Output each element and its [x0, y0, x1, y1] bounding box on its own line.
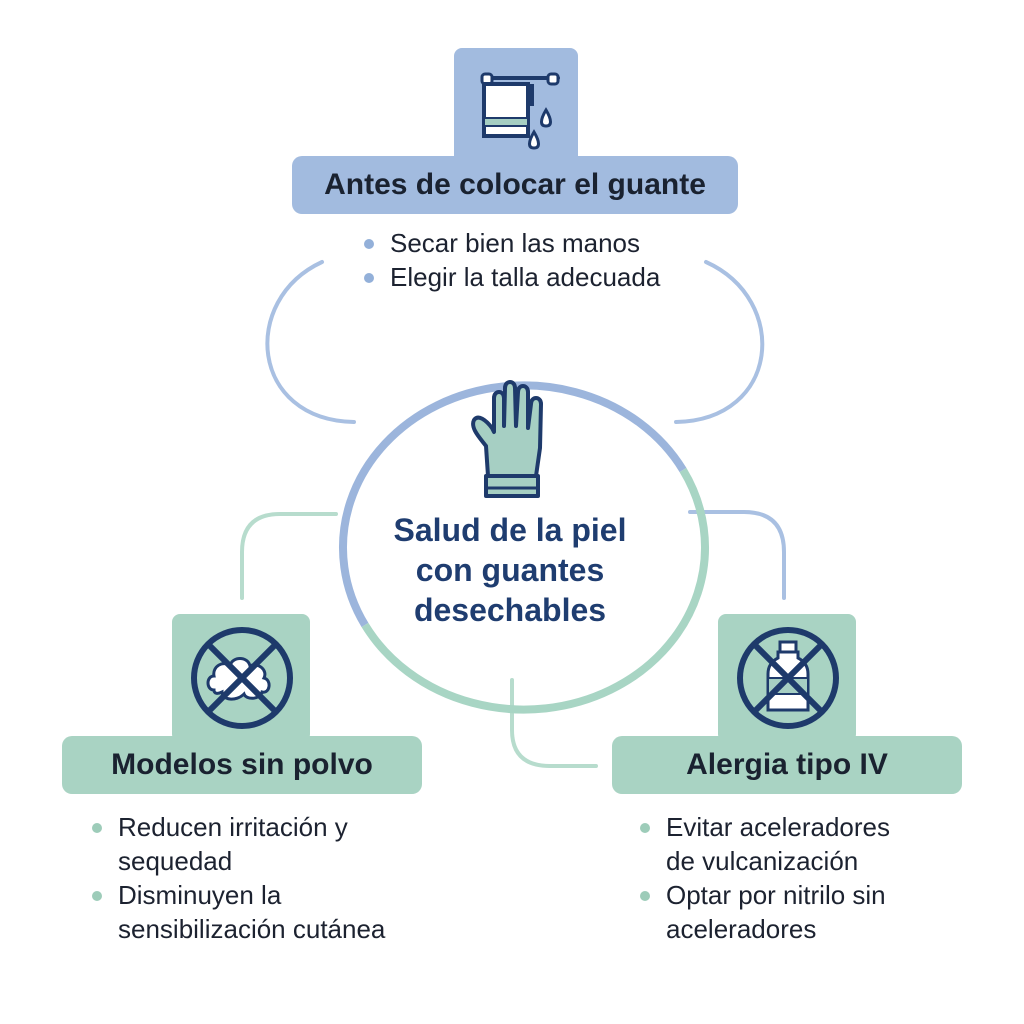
center-title: Salud de la piel con guantes desechables	[360, 510, 660, 630]
right-node-bullets: Evitar aceleradores de vulcanización Opt…	[636, 810, 890, 946]
left-icon-tab	[172, 614, 310, 742]
bullet-text: aceleradores	[666, 914, 817, 944]
hub-ring-green	[361, 467, 710, 714]
connector-top-right	[674, 260, 765, 424]
bullet-text: Reducen irritación y	[118, 812, 348, 842]
list-item: Evitar aceleradores de vulcanización	[636, 810, 890, 878]
connector-left	[240, 512, 338, 600]
connector-right	[688, 510, 786, 600]
bullet-text: Elegir la talla adecuada	[390, 262, 661, 292]
bullet-text: Optar por nitrilo sin	[666, 880, 886, 910]
center-title-line-3: desechables	[413, 592, 607, 628]
list-item: Reducen irritación y sequedad	[88, 810, 385, 878]
hub-ring-blue	[338, 381, 687, 628]
connector-bottom	[510, 678, 598, 768]
right-node-label: Alergia tipo IV	[612, 736, 962, 794]
top-node-bullets: Secar bien las manos Elegir la talla ade…	[360, 226, 660, 294]
no-bottle-icon	[737, 627, 839, 729]
center-title-line-2: con guantes	[415, 552, 605, 588]
list-item: Secar bien las manos	[360, 226, 660, 260]
center-title-line-1: Salud de la piel	[393, 512, 627, 548]
bullet-text: Disminuyen la	[118, 880, 282, 910]
list-item: Optar por nitrilo sin aceleradores	[636, 878, 890, 946]
bullet-text: sensibilización cutánea	[118, 914, 386, 944]
right-icon-tab	[718, 614, 856, 742]
list-item: Elegir la talla adecuada	[360, 260, 660, 294]
bullet-text: sequedad	[118, 846, 233, 876]
bullet-text: Evitar aceleradores	[666, 812, 890, 842]
glove-icon	[466, 376, 556, 502]
list-item: Disminuyen la sensibilización cutánea	[88, 878, 385, 946]
left-node-bullets: Reducen irritación y sequedad Disminuyen…	[88, 810, 385, 946]
left-node-label: Modelos sin polvo	[62, 736, 422, 794]
bullet-text: de vulcanización	[666, 846, 859, 876]
towel-drops-icon	[480, 72, 560, 150]
top-node-label: Antes de colocar el guante	[292, 156, 738, 214]
connector-top-left	[265, 260, 356, 424]
top-icon-tab	[454, 48, 578, 170]
bullet-text: Secar bien las manos	[390, 228, 641, 258]
no-powder-icon	[191, 627, 293, 729]
